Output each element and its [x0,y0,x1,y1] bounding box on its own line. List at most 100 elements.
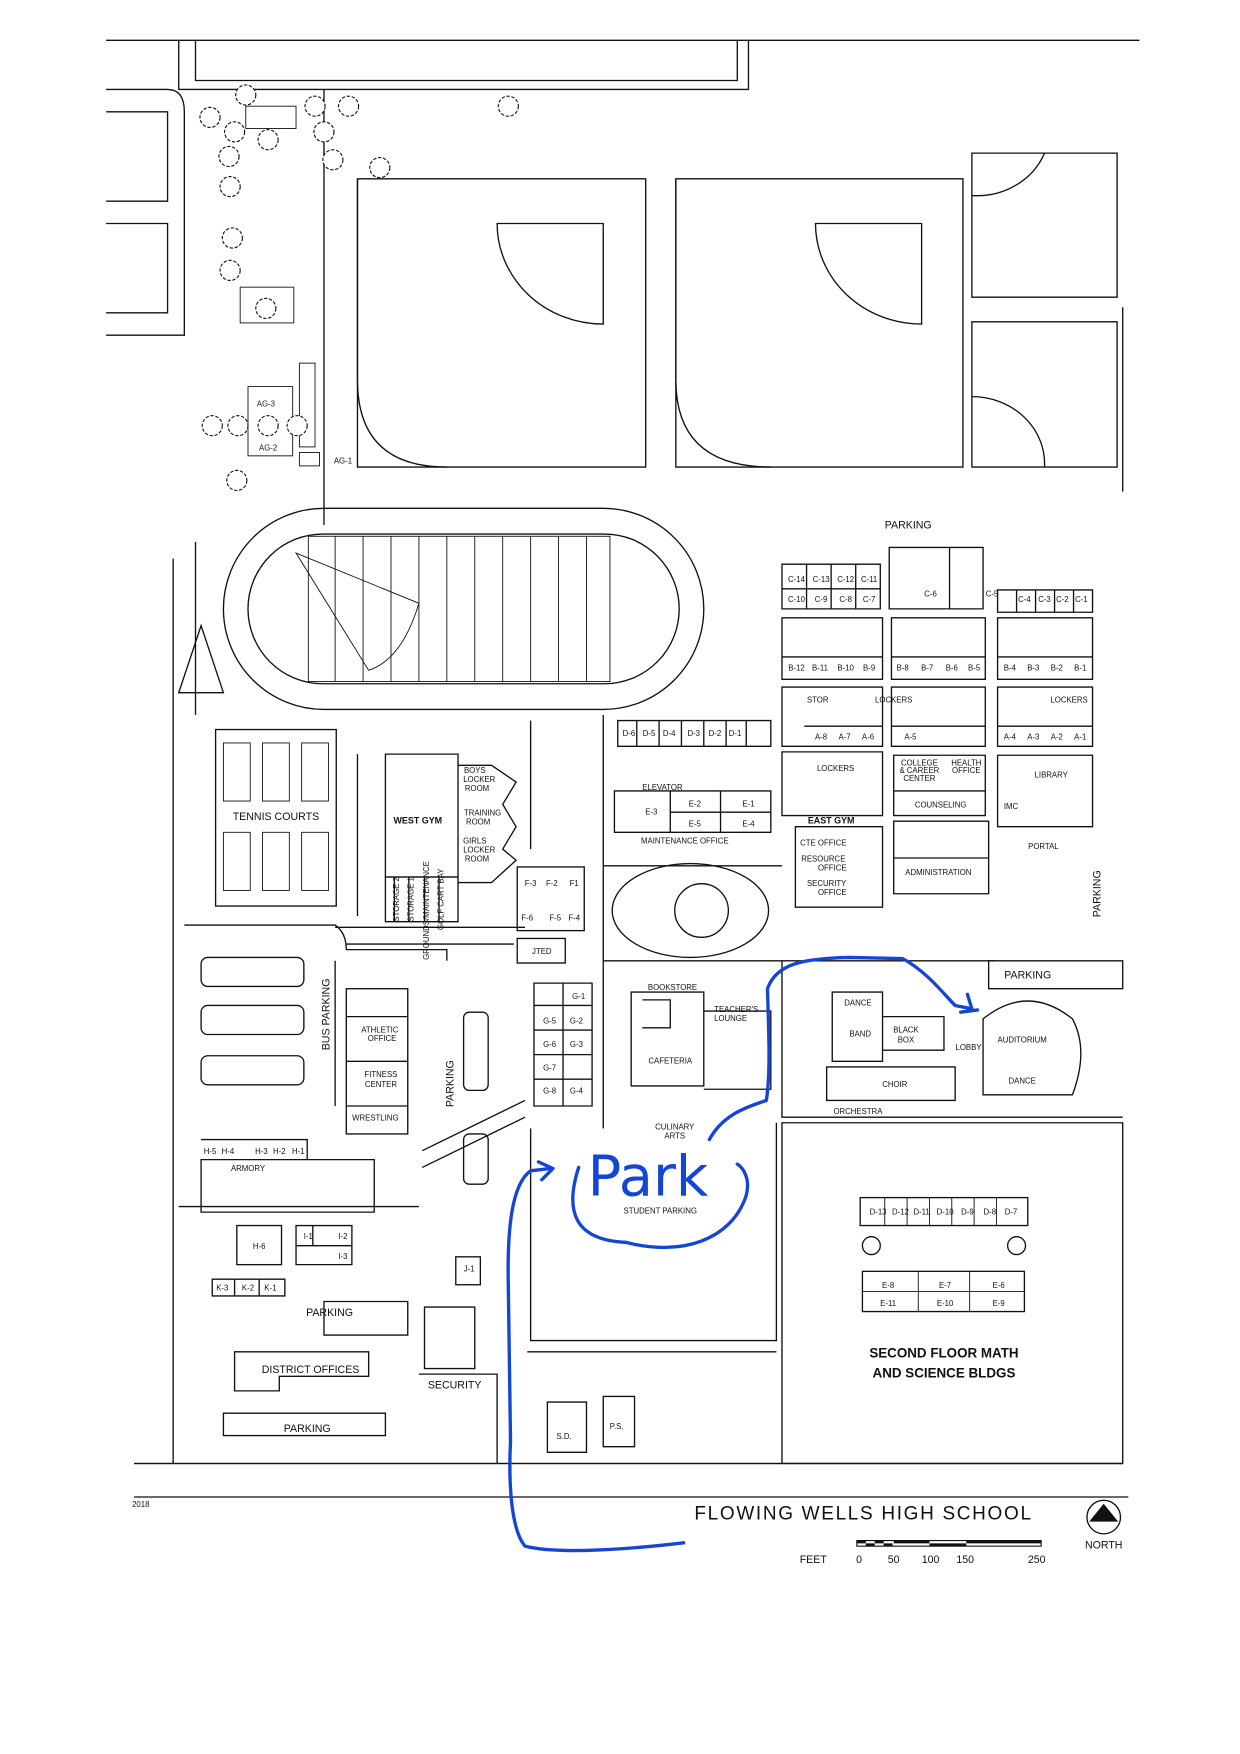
map-label-g4: G-4 [570,1087,584,1096]
map-label-parking-e: PARKING [1091,870,1103,917]
map-label-d11: D-11 [913,1207,929,1216]
handwritten-park-note: Park [588,1144,709,1209]
map-label-c9: C-9 [815,595,828,604]
map-label-f2: F-2 [546,879,558,888]
map-label-girls1: GIRLS [463,836,486,845]
map-label-counseling: COUNSELING [915,801,967,810]
map-label-district: DISTRICT OFFICES [262,1364,360,1376]
handwritten-route: Park [506,955,980,1553]
map-label-culinary1: CULINARY [655,1122,695,1131]
scale-bar [856,1540,1042,1547]
map-label-elevator: ELEVATOR [642,783,683,792]
tree-icon [199,106,221,128]
map-label-a3: A-3 [1027,733,1039,742]
map-label-sd: S.D. [557,1432,572,1441]
map-label-c12: C-12 [837,575,854,584]
map-label-d6: D-6 [623,729,636,738]
map-label-h4: H-4 [222,1147,235,1156]
parking-circle [571,1162,750,1250]
map-label-grounds: GROUNDS/MAINTENANCE [422,861,431,960]
map-label-d13: D-13 [870,1207,887,1216]
map-label-a2: A-2 [1051,733,1063,742]
map-label-i3: I-3 [338,1252,347,1261]
map-label-k3: K-3 [216,1283,228,1292]
map-label-d4: D-4 [663,729,676,738]
tree-icon [286,415,308,437]
map-label-ag1: AG-1 [334,457,352,466]
map-label-choir: CHOIR [882,1080,907,1089]
map-label-blackbox2: BOX [898,1035,915,1044]
map-label-c1: C-1 [1075,595,1088,604]
tree-icon [218,145,240,168]
map-label-g2: G-2 [570,1016,583,1025]
map-label-j1: J-1 [464,1264,475,1273]
map-title: FLOWING WELLS HIGH SCHOOL [694,1503,1032,1524]
map-label-d5: D-5 [643,729,656,738]
map-label-b1: B-1 [1074,663,1086,672]
map-label-e2: E-2 [689,800,701,809]
map-label-dance2: DANCE [1009,1077,1036,1086]
scale-tick: 100 [922,1554,940,1566]
map-label-lockers3: LOCKERS [817,764,854,773]
map-label-g5: G-5 [543,1016,557,1025]
tree-icon [313,121,335,143]
footer: 2018 FLOWING WELLS HIGH SCHOOL NORTH FEE… [132,1500,1122,1566]
map-label-g7: G-7 [543,1063,556,1072]
map-label-college3: CENTER [903,774,935,783]
map-label-auditorium: AUDITORIUM [998,1035,1047,1044]
map-label-boys3: ROOM [465,784,489,793]
map-label-boys2: LOCKER [463,775,495,784]
map-label-h5: H-5 [204,1147,217,1156]
map-label-college2: & CAREER [899,766,939,775]
map-label-golf: GOLF CART BAY [436,868,445,930]
map-label-b9: B-9 [863,663,875,672]
tree-icon [257,129,279,151]
map-label-g3: G-3 [570,1040,583,1049]
map-label-resource2: OFFICE [818,863,847,872]
map-label-e1: E-1 [742,800,754,809]
map-label-f5: F-5 [549,914,561,923]
map-label-e11: E-11 [880,1299,896,1308]
map-label-teachers1: TEACHER'S [714,1005,758,1014]
map-label-tennis: TENNIS COURTS [233,811,319,823]
map-label-a7: A-7 [838,733,850,742]
map-label-training1: TRAINING [464,809,501,818]
map-label-parking-s: PARKING [284,1423,331,1435]
map-label-cte: CTE OFFICE [800,839,846,848]
scale-tick: 150 [956,1554,974,1566]
map-label-f4: F-4 [568,914,580,923]
map-label-administration: ADMINISTRATION [905,868,971,877]
tree-icon [255,297,277,319]
map-label-college1: COLLEGE [901,758,938,767]
map-label-e3: E-3 [645,807,657,816]
map-label-b3: B-3 [1027,663,1039,672]
map-label-imc: IMC [1004,802,1019,811]
map-label-c13: C-13 [813,575,830,584]
map-label-wrestling: WRESTLING [352,1114,398,1123]
tennis-courts [214,728,337,907]
map-label-e10: E-10 [937,1299,954,1308]
map-label-c4: C-4 [1018,595,1031,604]
map-label-b4: B-4 [1004,663,1017,672]
map-label-d3: D-3 [687,729,700,738]
map-label-blackbox1: BLACK [893,1025,919,1034]
map-label-security-o1: SECURITY [807,879,847,888]
map-label-ag3: AG-3 [257,400,275,409]
map-label-parking-aud: PARKING [1004,970,1051,982]
map-label-fitness2: CENTER [365,1080,397,1089]
map-label-parking-w: PARKING [445,1060,457,1107]
map-label-b8: B-8 [897,663,909,672]
map-label-a4: A-4 [1004,733,1017,742]
map-label-stor: STOR [807,696,829,705]
map-label-training2: ROOM [466,817,490,826]
map-label-e4: E-4 [742,820,755,829]
tree-icon [221,227,243,249]
map-label-boys1: BOYS [464,766,486,775]
map-label-b10: B-10 [837,663,854,672]
map-label-lockers1: LOCKERS [875,696,912,705]
route-arrow-icon [536,1160,555,1182]
scale-tick: 250 [1028,1554,1046,1566]
map-label-teachers2: LOUNGE [714,1014,747,1023]
